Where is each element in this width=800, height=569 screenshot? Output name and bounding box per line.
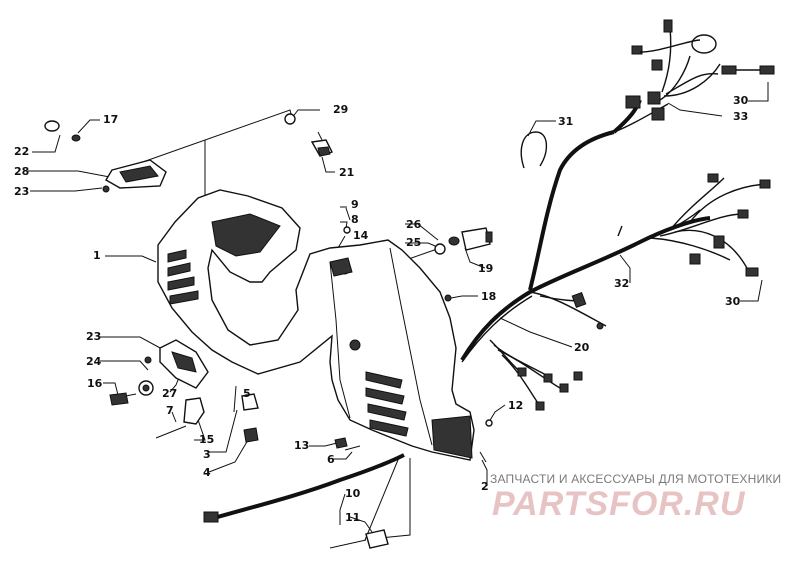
bottom-cable — [203, 453, 405, 549]
callout-15: 15 — [199, 433, 215, 446]
callout-14: 14 — [353, 229, 369, 242]
callout-8: 8 — [351, 213, 359, 226]
watermark-logo: PARTSFOR.RU — [492, 485, 746, 523]
callout-23-top: 23 — [14, 185, 30, 198]
watermark-tagline: ЗАПЧАСТИ И АКСЕССУАРЫ ДЛЯ МОТОТЕХНИКИ — [490, 472, 782, 486]
taillight-assembly — [44, 113, 296, 193]
callout-19: 19 — [478, 262, 494, 275]
callout-24: 24 — [86, 355, 102, 368]
wiring-harness — [460, 103, 767, 407]
callout-31: 31 — [558, 115, 574, 128]
callout-3: 3 — [203, 448, 211, 461]
callout-12: 12 — [508, 399, 524, 412]
callout-29: 29 — [333, 103, 349, 116]
callout-7: 7 — [166, 404, 174, 417]
callout-6: 6 — [327, 453, 335, 466]
callout-21: 21 — [339, 166, 355, 179]
fasteners-top — [329, 207, 353, 277]
ignition-switch — [434, 227, 493, 255]
upper-harness — [612, 19, 775, 134]
grommet-18 — [444, 294, 452, 302]
callout-27: 27 — [162, 387, 178, 400]
callout-20: 20 — [574, 341, 590, 354]
callout-13: 13 — [294, 439, 310, 452]
callout-26: 26 — [406, 218, 422, 231]
callout-33: 33 — [733, 110, 749, 123]
callout-9: 9 — [351, 198, 359, 211]
callout-4: 4 — [203, 466, 211, 479]
callout-30-top: 30 — [733, 94, 749, 107]
callout-22: 22 — [14, 145, 30, 158]
callout-28: 28 — [14, 165, 30, 178]
callout-17: 17 — [103, 113, 119, 126]
callout-10: 10 — [345, 487, 361, 500]
callout-16: 16 — [87, 377, 103, 390]
harness-clip — [520, 131, 547, 169]
callout-5: 5 — [243, 387, 251, 400]
toggle-switch — [310, 131, 333, 157]
callout-30-bottom: 30 — [725, 295, 741, 308]
callout-25: 25 — [406, 236, 422, 249]
callout-11: 11 — [345, 511, 361, 524]
callout-23-bottom: 23 — [86, 330, 102, 343]
plate-and-fasteners-left — [109, 339, 493, 463]
callout-32: 32 — [614, 277, 630, 290]
callout-1: 1 — [93, 249, 101, 262]
callout-18: 18 — [481, 290, 497, 303]
harness-connectors — [517, 173, 771, 411]
leader-lines — [28, 82, 769, 541]
console-housing — [157, 189, 475, 461]
callout-2: 2 — [481, 480, 489, 493]
